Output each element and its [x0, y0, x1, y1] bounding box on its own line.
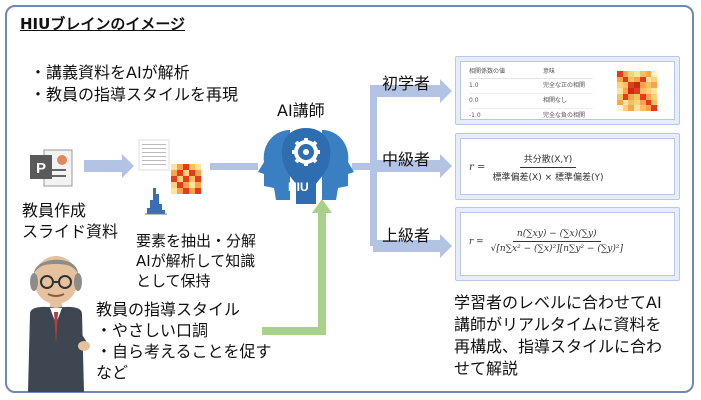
heatmap-cell	[639, 99, 646, 106]
heatmap-cell	[639, 76, 646, 83]
style-text-line4: など	[96, 363, 129, 382]
bullet-analysis: ・講義資料をAIが解析	[30, 63, 190, 82]
heatmap-cell	[617, 71, 623, 77]
heatmap-cell	[639, 71, 646, 77]
heatmap-cell	[628, 99, 635, 106]
connector-hiu-to-branch	[352, 163, 372, 170]
heatmap-cell	[645, 82, 652, 89]
heatmap-cell	[628, 82, 635, 89]
heatmap-cell	[617, 82, 623, 89]
result-text-line1: 学習者のレベルに合わせてAI	[454, 293, 662, 312]
style-text-line2: ・やさしい口調	[96, 321, 209, 340]
heatmap-cell	[651, 71, 657, 77]
heatmap-cell	[617, 99, 623, 106]
level-advanced: 上級者	[382, 226, 431, 245]
heatmap-cell	[617, 93, 623, 100]
heatmap-cell	[622, 99, 629, 106]
heatmap-cell	[634, 105, 640, 111]
heatmap-cell	[645, 88, 652, 94]
hiu-head-label: HIU	[288, 180, 309, 194]
slide-label-line1: 教員作成	[22, 201, 87, 220]
heatmap-cell	[651, 105, 657, 111]
formula-intermediate: r = 共分散(X,Y) 標準偏差(X) × 標準偏差(Y)	[469, 152, 608, 183]
slide-label-line2: スライド資料	[22, 222, 119, 241]
heatmap-cell	[645, 99, 652, 106]
heatmap-cell	[645, 76, 652, 83]
heatmap-cell	[645, 71, 652, 77]
arrow-style-to-hiu	[262, 199, 332, 335]
arrow-slide-to-data	[84, 154, 134, 178]
formula-advanced: r = n(∑xy) − (∑x)(∑y) √[n∑x² − (∑x)²][n∑…	[469, 229, 623, 254]
heatmap-cell	[628, 88, 635, 94]
heatmap-cell	[634, 93, 640, 100]
extract-text-line2: AIが解析して知識	[136, 252, 256, 270]
connector-data-to-hiu	[210, 163, 258, 170]
svg-text:P: P	[36, 160, 46, 177]
heatmap-cell	[639, 88, 646, 94]
bullet-style: ・教員の指導スタイルを再現	[30, 85, 239, 104]
level-beginner: 初学者	[382, 74, 431, 93]
heatmap-cell	[651, 93, 657, 100]
heatmap-beginner	[617, 71, 657, 111]
level-intermediate: 中級者	[382, 150, 431, 169]
heatmap-cell	[639, 82, 646, 89]
heatmap-cell	[628, 71, 635, 77]
result-text-line2: 講師がリアルタイムに資料を	[454, 315, 662, 334]
heatmap-cell	[651, 99, 657, 106]
heatmap-cell	[622, 93, 629, 100]
heatmap-cell	[622, 105, 629, 111]
heatmap-cell	[628, 105, 635, 111]
heatmap-cell	[639, 93, 646, 100]
heatmap-cell	[634, 82, 640, 89]
arrow-to-advanced	[373, 234, 452, 258]
heatmap-cell	[645, 105, 652, 111]
heatmap-cell	[628, 93, 635, 100]
brain-head-icon	[258, 124, 354, 206]
teacher-avatar-icon	[22, 252, 92, 392]
extracted-data-thumbnail	[137, 138, 207, 218]
arrow-to-beginner	[373, 79, 452, 103]
heatmap-cell	[634, 99, 640, 106]
style-text-line3: ・自ら考えることを促す	[96, 342, 272, 361]
page-title: HIUブレインのイメージ	[20, 15, 186, 33]
heatmap-cell	[634, 76, 640, 83]
intermediate-panel: r = 共分散(X,Y) 標準偏差(X) × 標準偏差(Y)	[455, 133, 680, 200]
advanced-panel: r = n(∑xy) − (∑x)(∑y) √[n∑x² − (∑x)²][n∑…	[455, 207, 680, 281]
ai-teacher-label: AI講師	[277, 101, 325, 120]
heatmap-cell	[645, 93, 652, 100]
extract-text-line3: として保持	[136, 272, 211, 290]
heatmap-cell	[622, 88, 629, 94]
heatmap-cell	[639, 105, 646, 111]
arrow-to-intermediate	[373, 154, 452, 178]
result-text-line4: せて解説	[454, 359, 519, 378]
heatmap-cell	[651, 88, 657, 94]
powerpoint-icon: P	[26, 146, 74, 190]
extract-text-line1: 要素を抽出・分解	[136, 232, 257, 250]
heatmap-cell	[651, 76, 657, 83]
heatmap-cell	[622, 82, 629, 89]
heatmap-cell	[617, 88, 623, 94]
heatmap-cell	[651, 82, 657, 89]
style-text-line1: 教員の指導スタイル	[96, 300, 241, 319]
heatmap-cell	[634, 71, 640, 77]
heatmap-cell	[634, 88, 640, 94]
gear-icon	[292, 138, 320, 166]
heatmap-cell	[628, 76, 635, 83]
heatmap-cell	[622, 76, 629, 83]
heatmap-cell	[622, 71, 629, 77]
result-text-line3: 再構成、指導スタイルに合わ	[454, 337, 663, 356]
heatmap-cell	[617, 76, 623, 83]
heatmap-cell	[617, 105, 623, 111]
